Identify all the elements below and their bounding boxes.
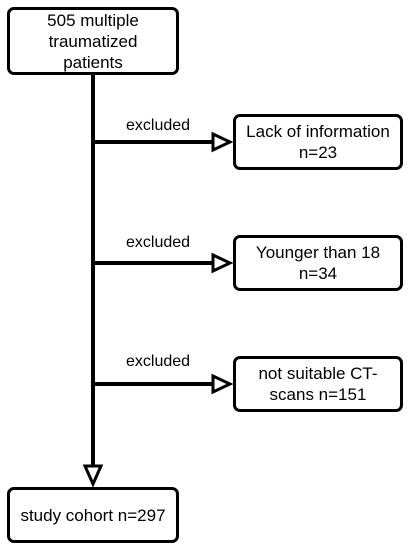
excluded-label-2: excluded bbox=[126, 234, 191, 251]
end-node-box: study cohort n=297 bbox=[7, 487, 179, 543]
exclusion-box-1: Lack of information n=23 bbox=[233, 114, 403, 170]
end-node-text: study cohort n=297 bbox=[20, 505, 166, 525]
exclusion-text-1: Lack of information n=23 bbox=[246, 122, 390, 162]
exclusion-text-3: not suitable CT- scans n=151 bbox=[258, 364, 378, 404]
branch-arrowhead-3 bbox=[211, 373, 234, 395]
exclusion-box-2: Younger than 18 n=34 bbox=[233, 235, 403, 291]
start-node-box: 505 multiple traumatized patients bbox=[7, 7, 179, 75]
start-node-text: 505 multiple traumatized patients bbox=[47, 10, 139, 72]
exclusion-text-2: Younger than 18 n=34 bbox=[255, 243, 381, 283]
exclusion-box-3: not suitable CT- scans n=151 bbox=[233, 356, 403, 412]
excluded-label-3: excluded bbox=[126, 353, 191, 370]
excluded-label-1: excluded bbox=[126, 117, 191, 134]
branch-arrowhead-2 bbox=[211, 252, 234, 274]
branch-arrowhead-1 bbox=[211, 131, 234, 153]
trunk-arrowhead bbox=[82, 464, 104, 488]
